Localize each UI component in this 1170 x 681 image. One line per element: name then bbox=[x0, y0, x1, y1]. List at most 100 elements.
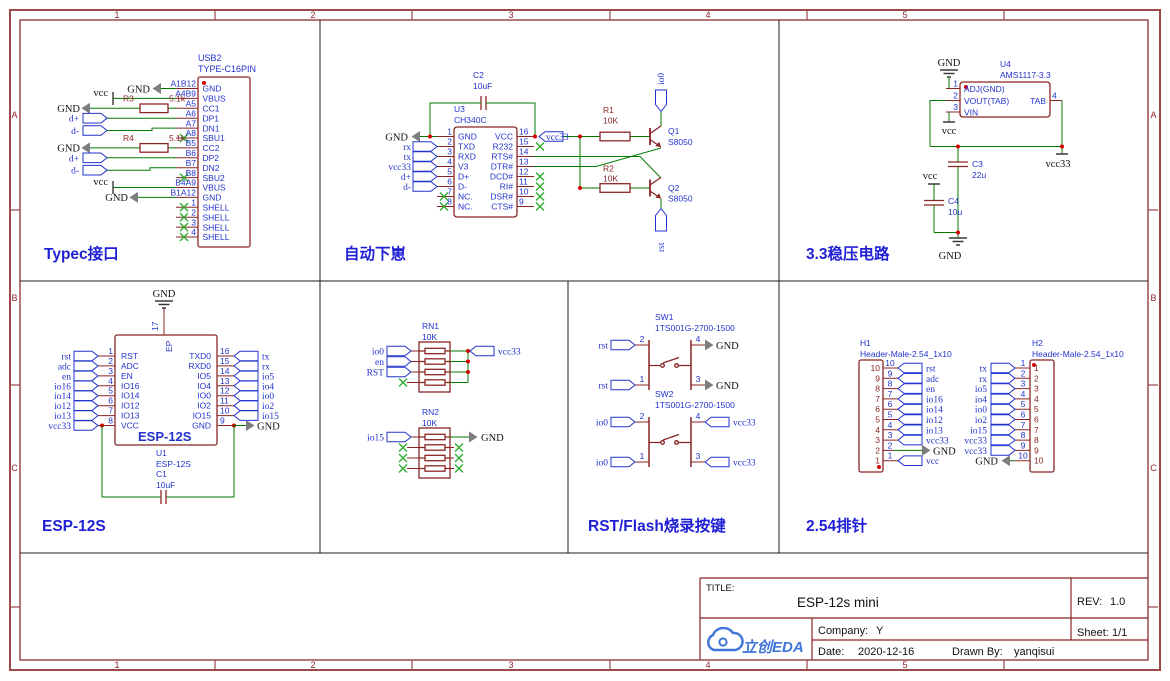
date-label: Date: bbox=[818, 646, 844, 658]
net-label: adc bbox=[58, 362, 71, 372]
pin-name: 9 bbox=[1034, 445, 1039, 455]
net-flag-icon bbox=[897, 403, 923, 415]
drawn-by-value: yanqisui bbox=[1014, 646, 1054, 658]
pin-number: A8 bbox=[186, 128, 197, 138]
pin-number: B7 bbox=[186, 158, 197, 168]
ref-label: C4 bbox=[948, 196, 959, 206]
sheet-frame: 1 2 3 4 5 1 2 3 4 5 A B C A B C bbox=[9, 9, 1161, 671]
net-flag-icon bbox=[897, 383, 923, 394]
ch340-pin-stubs bbox=[437, 136, 534, 207]
pin-name: VOUT(TAB) bbox=[964, 96, 1009, 106]
pin-name: CTS# bbox=[491, 202, 513, 212]
part-label: S8050 bbox=[668, 194, 693, 204]
net-flag-icon bbox=[233, 410, 259, 421]
pin-number: 8 bbox=[108, 416, 113, 426]
pin-name: IO5 bbox=[197, 371, 211, 381]
usb-connector-body bbox=[197, 76, 251, 248]
ref-label: C3 bbox=[972, 159, 983, 169]
pin-number: 7 bbox=[108, 406, 113, 416]
resistor-r4 bbox=[139, 142, 169, 153]
net-label: io5 bbox=[975, 385, 987, 395]
net-label: vcc33 bbox=[546, 133, 569, 143]
value-label: 5.1k bbox=[169, 133, 186, 143]
frame-row-label: A bbox=[11, 110, 17, 120]
pin-name: 3 bbox=[1034, 384, 1039, 394]
pin-number: 4 bbox=[1021, 389, 1026, 399]
frame-col-label: 5 bbox=[902, 660, 907, 670]
pin-name: VBUS bbox=[203, 183, 226, 193]
pin-name: IO16 bbox=[121, 381, 140, 391]
pin-number: 7 bbox=[447, 187, 452, 197]
net-label: d+ bbox=[401, 173, 411, 183]
sheet-value: 1/1 bbox=[1112, 627, 1127, 639]
pin-name: TXD bbox=[458, 142, 475, 152]
pin-number: 16 bbox=[220, 346, 230, 356]
no-connect-icon bbox=[454, 463, 464, 474]
net-flag-icon bbox=[233, 390, 259, 401]
net-label: rst bbox=[62, 353, 72, 363]
no-connect-icon bbox=[535, 201, 545, 212]
net-label: en bbox=[62, 372, 71, 382]
gnd-label: GND bbox=[939, 251, 962, 262]
pin-name: 10 bbox=[1034, 456, 1044, 466]
pin-name: 8 bbox=[1034, 435, 1039, 445]
pin-name: SHELL bbox=[203, 232, 230, 242]
pin-name: IO15 bbox=[193, 411, 212, 421]
h1-body bbox=[858, 359, 884, 473]
net-label: vcc33 bbox=[964, 437, 987, 447]
pin-name: RTS# bbox=[491, 152, 513, 162]
ground-flag-icon bbox=[81, 102, 90, 114]
pin-name: D- bbox=[458, 182, 467, 192]
pin-number: 10 bbox=[519, 187, 529, 197]
net-label: vcc33 bbox=[964, 447, 987, 457]
pin-name: IO2 bbox=[197, 401, 211, 411]
pin-name: 8 bbox=[875, 384, 880, 394]
esp-wires bbox=[101, 425, 246, 498]
net-label: d- bbox=[71, 127, 79, 137]
net-label: io13 bbox=[926, 426, 943, 436]
net-flag-icon bbox=[82, 164, 108, 176]
net-flag-icon bbox=[412, 151, 438, 162]
pin-number: 9 bbox=[220, 416, 225, 426]
pin-number: 7 bbox=[1021, 420, 1026, 430]
net-flag-icon bbox=[412, 161, 438, 172]
pin-name: VCC bbox=[121, 421, 139, 431]
pin-number: 1 bbox=[108, 346, 113, 356]
company-value: Y bbox=[876, 625, 884, 637]
part-label: 1TS001G-2700-1500 bbox=[655, 323, 735, 333]
pin-name: GND bbox=[192, 421, 211, 431]
sheet-label: Sheet: bbox=[1077, 627, 1109, 639]
pin-name: EN bbox=[121, 371, 133, 381]
pin-number: 14 bbox=[519, 147, 529, 157]
pin-name: RST bbox=[121, 351, 138, 361]
capacitor-c1 bbox=[160, 490, 167, 504]
ground-flag-icon bbox=[469, 431, 478, 443]
pin-name: 1 bbox=[875, 456, 880, 466]
pin-name: D+ bbox=[458, 172, 469, 182]
net-label: rst bbox=[599, 342, 609, 352]
pin-number: 1 bbox=[1021, 358, 1026, 368]
ground-flag-icon bbox=[411, 131, 420, 142]
net-label: io4 bbox=[975, 395, 987, 405]
earth-ground-icon bbox=[948, 237, 968, 246]
pin-number: 1 bbox=[191, 198, 196, 208]
net-label: RST bbox=[367, 369, 385, 379]
net-flag-icon bbox=[386, 431, 412, 443]
pin-name: SHELL bbox=[203, 222, 230, 232]
ref-label: USB2 bbox=[198, 53, 222, 63]
section-title: RST/Flash烧录按键 bbox=[588, 516, 726, 535]
date-value: 2020-12-16 bbox=[858, 646, 914, 658]
pin-number: 14 bbox=[220, 366, 230, 376]
switch-sw2 bbox=[635, 417, 705, 467]
no-connect-icon bbox=[535, 181, 545, 192]
net-flag-icon bbox=[990, 362, 1016, 374]
pin-number: 1 bbox=[640, 374, 645, 384]
frame-row-label: B bbox=[1150, 293, 1156, 303]
net-label: vcc33 bbox=[733, 419, 756, 429]
pin-number: A4B9 bbox=[175, 89, 196, 99]
section-esp12s: GND 17 EP rst adc en io16 io14 io12 io13… bbox=[42, 289, 280, 535]
net-label: d+ bbox=[69, 115, 79, 125]
pin-number: 5 bbox=[888, 410, 893, 420]
part-label: 1TS001G-2700-1500 bbox=[655, 400, 735, 410]
net-flag-icon bbox=[412, 181, 438, 192]
